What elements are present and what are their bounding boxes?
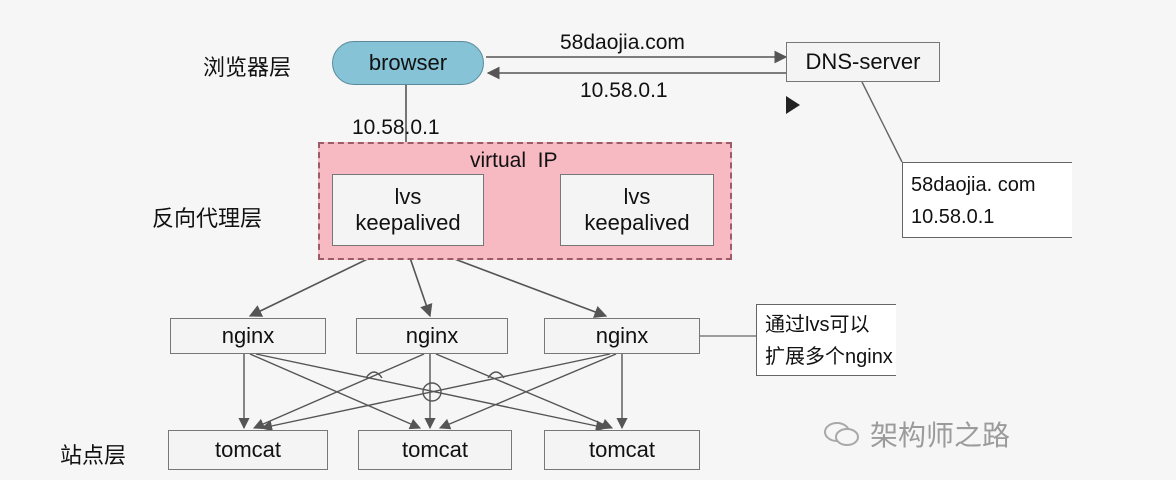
video-play-icon[interactable]	[786, 96, 800, 114]
browser-node: browser	[332, 41, 484, 85]
edge-nginx3-tomcat1	[260, 353, 611, 432]
nginx-note-line2: 扩展多个nginx	[765, 346, 893, 368]
dns-server-node: DNS-server	[786, 42, 940, 82]
layer-label-site: 站点层	[60, 444, 127, 469]
edge-label-response-ip: 10.58.0.1	[580, 79, 668, 102]
dns-server-label: DNS-server	[805, 48, 921, 74]
watermark: 架构师之路	[822, 414, 1010, 454]
nginx-note-line1: 通过lvs可以	[765, 314, 870, 336]
virtual-ip-label: virtual IP	[470, 149, 558, 172]
nginx-node-3: nginx	[544, 318, 700, 354]
browser-node-label: browser	[368, 49, 448, 75]
lvs-keepalived-primary: lvs keepalived	[332, 174, 484, 246]
nginx-scale-note: 通过lvs可以 扩展多个nginx	[756, 304, 896, 376]
layer-label-browser: 浏览器层	[203, 56, 292, 81]
edge-dns-to-record	[861, 81, 903, 163]
edge-nginx2-tomcat3	[435, 353, 614, 430]
nginx-node-1-label: nginx	[221, 322, 275, 348]
nginx-node-3-label: nginx	[595, 322, 649, 348]
tomcat-node-3-label: tomcat	[588, 436, 656, 462]
edge-nginx1-tomcat2	[249, 353, 422, 430]
nginx-node-1: nginx	[170, 318, 326, 354]
lvs-keepalived-backup: lvs keepalived	[560, 174, 714, 246]
dns-record-ip: 10.58.0.1	[911, 206, 995, 228]
nginx-node-2-label: nginx	[405, 322, 459, 348]
tomcat-node-1-label: tomcat	[214, 436, 282, 462]
lvs-primary-label: lvs keepalived	[355, 183, 461, 235]
crossing-marker	[422, 382, 442, 402]
tomcat-node-2-label: tomcat	[401, 436, 469, 462]
edge-lvs-to-nginx-1	[248, 251, 383, 317]
tomcat-node-3: tomcat	[544, 430, 700, 470]
edge-nginx2-tomcat1	[252, 353, 425, 430]
tomcat-node-2: tomcat	[358, 430, 512, 470]
edge-nginx1-tomcat3	[255, 353, 608, 432]
lvs-backup-label: lvs keepalived	[584, 183, 690, 235]
tomcat-node-1: tomcat	[168, 430, 328, 470]
edge-label-browser-ip: 10.58.0.1	[352, 116, 440, 139]
watermark-text: 架构师之路	[870, 419, 1011, 452]
edge-lvs-to-nginx-2	[407, 251, 433, 318]
edge-label-domain: 58daojia.com	[560, 31, 685, 54]
crossing-hop-right	[487, 371, 505, 379]
edge-nginx3-tomcat2	[438, 353, 617, 430]
nginx-node-2: nginx	[356, 318, 508, 354]
crossing-hop-left	[365, 371, 383, 379]
dns-record-note: 58daojia. com 10.58.0.1	[902, 162, 1072, 238]
edge-lvs-to-nginx-3	[435, 251, 608, 318]
dns-record-domain: 58daojia. com	[911, 174, 1036, 196]
wechat-icon	[824, 422, 859, 446]
layer-label-proxy: 反向代理层	[152, 207, 263, 232]
